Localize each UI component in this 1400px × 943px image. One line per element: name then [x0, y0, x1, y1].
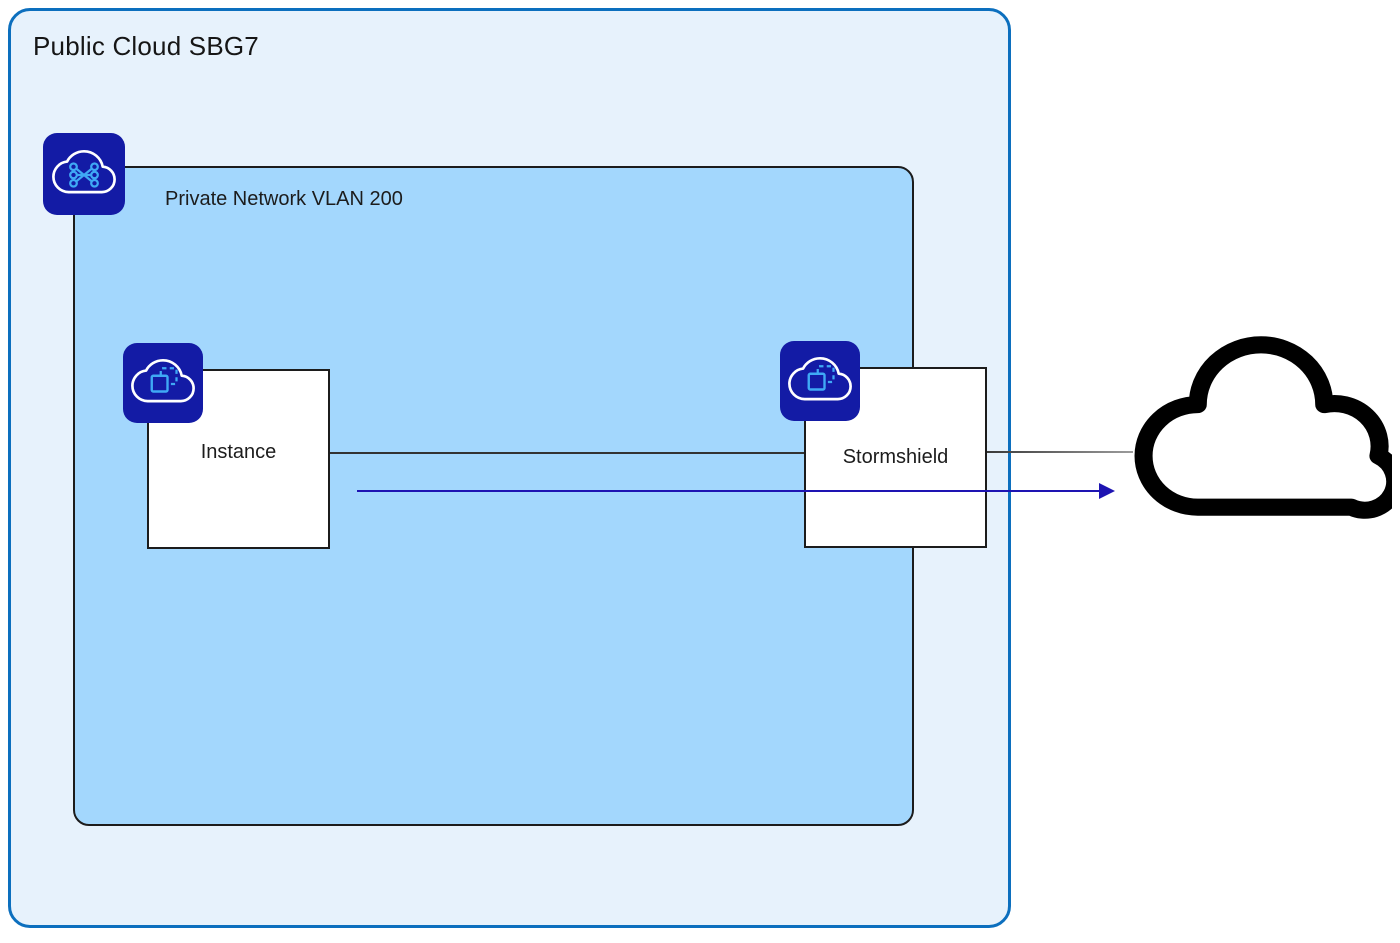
connection-instance-stormshield — [330, 452, 804, 454]
internet-cloud-icon — [1130, 332, 1400, 520]
stormshield-node: Stormshield — [804, 367, 987, 548]
private-network-label: Private Network VLAN 200 — [165, 188, 403, 210]
instance-cloud-icon — [127, 345, 199, 422]
arrowhead-icon — [1099, 483, 1115, 499]
connection-stormshield-internet — [987, 451, 1133, 453]
stormshield-badge — [780, 341, 860, 421]
instance-label: Instance — [200, 440, 277, 463]
instance-cloud-icon — [784, 343, 856, 420]
public-cloud-title: Public Cloud SBG7 — [33, 31, 259, 61]
vrack-cloud-icon — [48, 136, 120, 213]
private-network-badge — [43, 133, 125, 215]
instance-badge — [123, 343, 203, 423]
connection-instance-internet-arrow — [357, 490, 1101, 492]
stormshield-label: Stormshield — [842, 446, 949, 468]
